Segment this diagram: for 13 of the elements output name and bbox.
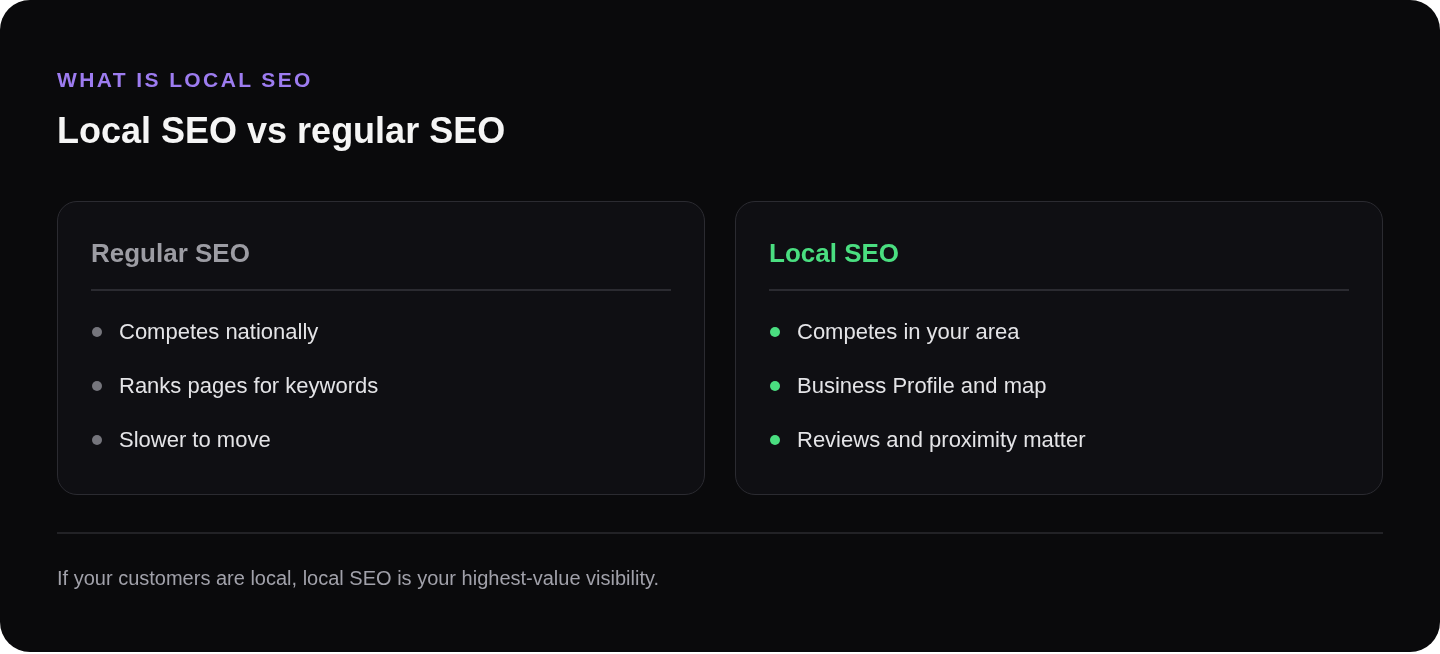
list-item-text: Ranks pages for keywords xyxy=(119,372,379,400)
list-item-text: Slower to move xyxy=(119,426,271,454)
list-item-text: Competes in your area xyxy=(797,318,1020,346)
list-item-text: Reviews and proximity matter xyxy=(797,426,1086,454)
comparison-card xyxy=(735,201,1383,495)
list-item-text: Competes nationally xyxy=(119,318,319,346)
heading: Local SEO vs regular SEO xyxy=(57,109,506,153)
card-heading: Local SEO xyxy=(769,237,900,269)
list-item-text: Business Profile and map xyxy=(797,372,1047,400)
card-heading: Regular SEO xyxy=(91,237,250,269)
comparison-card xyxy=(57,201,705,495)
caption-text: If your customers are local, local SEO is your highest-value visibility. xyxy=(57,566,660,591)
eyebrow-text: WHAT IS LOCAL SEO xyxy=(57,67,313,93)
